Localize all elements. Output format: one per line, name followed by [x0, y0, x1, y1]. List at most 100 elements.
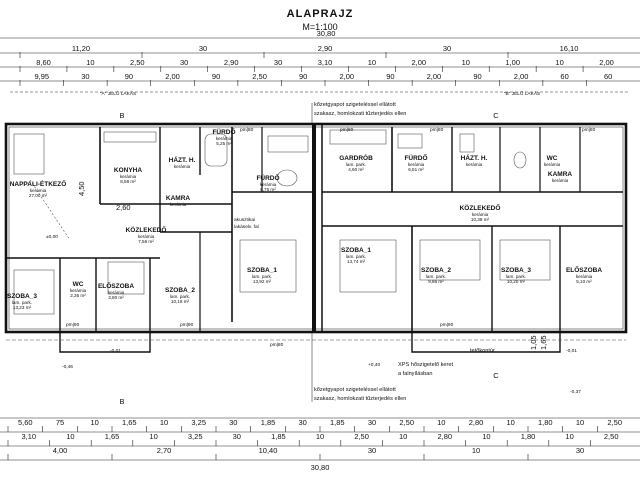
room-floor: kerámia: [216, 136, 233, 141]
dimBot2-value: 30: [233, 432, 241, 441]
dimBot1-value: 1,85: [261, 418, 276, 427]
pm-label-4: pm|80: [582, 127, 596, 133]
dimBot1-value: 10: [91, 418, 99, 427]
pm-label-6: pm|90: [180, 322, 194, 328]
dimTop3-value: 90: [212, 72, 220, 81]
dimBot1-value: 3,25: [191, 418, 206, 427]
room-area: 8,76 m²: [260, 187, 276, 192]
room-name: KÖZLEKEDŐ: [460, 203, 501, 212]
flat-a-label: "A" JELŰ LAKÁS: [100, 90, 136, 97]
room-name: HÁZT. H.: [169, 155, 196, 164]
dimBot1-value: 30: [229, 418, 237, 427]
bottom-note-line-1: kőzetgyapot szigeteléssel ellátott: [314, 387, 396, 393]
level-3: -0,46: [62, 364, 73, 370]
dimBot2-value: 1,85: [271, 432, 286, 441]
dimBot3-value: 30: [368, 446, 376, 455]
room-area: 5,10 m²: [576, 279, 592, 284]
room-area: 27,00 m²: [29, 193, 48, 198]
dimBot1-value: 1,65: [122, 418, 137, 427]
level-5: -0,01: [566, 348, 577, 354]
dimTop1-value: 16,10: [560, 44, 579, 53]
room-name: FÜRDŐ: [212, 127, 235, 136]
dimBot2-value: 1,65: [105, 432, 120, 441]
dimBot2-value: 10: [66, 432, 74, 441]
room-area: 7,56 m²: [138, 239, 154, 244]
dimBot1-value: 75: [56, 418, 64, 427]
room-floor: kerámia: [472, 212, 489, 217]
room-floor: lam. park.: [346, 162, 366, 167]
room-floor: kerámia: [108, 290, 125, 295]
room-floor: kerámia: [408, 162, 425, 167]
dimTop2-value: 8,60: [36, 58, 51, 67]
dimBot3-value: 30: [576, 446, 584, 455]
room-floor: kerámia: [170, 202, 187, 207]
room-name: KAMRA: [166, 195, 190, 202]
axis-c-top: C: [493, 111, 499, 120]
top-total-dimension: 30,80: [317, 29, 336, 38]
room-area: 2,36 m²: [70, 293, 86, 298]
top-note-line-2: szakasz, homlokzati tűzterjedés ellen: [314, 111, 406, 117]
room-name: SZOBA_1: [247, 267, 277, 274]
room-area: 13,23 m²: [13, 305, 32, 310]
room-floor: kerámia: [138, 234, 155, 239]
room-area: 9,86 m²: [428, 279, 444, 284]
room-area: 13,92 m²: [253, 279, 272, 284]
room-area: 10,20 m²: [507, 279, 526, 284]
room-area: 4,60 m²: [348, 167, 364, 172]
room-name: NAPPALI-ÉTKEZŐ: [10, 179, 67, 188]
pm-label-2: pm|80: [340, 127, 354, 133]
dimBot3-value: 10,40: [259, 446, 278, 455]
level-6: -0,37: [570, 389, 581, 395]
dimTop2-value: 10: [462, 58, 470, 67]
dimTop3-value: 2,50: [252, 72, 267, 81]
room-floor: kerámia: [174, 164, 191, 169]
dimTop2-value: 1,00: [505, 58, 520, 67]
room-floor: lam. park.: [506, 274, 526, 279]
dimTop1-value: 30: [199, 44, 207, 53]
dimTop2-value: 30: [180, 58, 188, 67]
dimBot1-value: 2,80: [469, 418, 484, 427]
pm-label-7: pm|90: [440, 322, 454, 328]
pm-label-5: pm|90: [66, 322, 80, 328]
dimTop1-value: 11,20: [72, 44, 90, 53]
dimTop2-value: 10: [368, 58, 376, 67]
roof-outline-label: tetőkontúr: [470, 348, 495, 354]
dimBot2-value: 2,50: [604, 432, 619, 441]
dimBot2-value: 3,25: [188, 432, 203, 441]
room-name: WC: [547, 155, 558, 162]
dimBot2-value: 10: [399, 432, 407, 441]
room-floor: kerámia: [552, 178, 569, 183]
dimTop1-value: 30: [443, 44, 451, 53]
room-name: ELŐSZOBA: [566, 265, 602, 274]
room-floor: kerámia: [466, 162, 483, 167]
dimBot2-value: 10: [565, 432, 573, 441]
vert-dim-3: 1,05: [529, 335, 538, 350]
bottom-total-dimension: 30,80: [311, 463, 330, 472]
vert-dim-2: 2,60: [116, 203, 131, 212]
room-name: FÜRDŐ: [404, 153, 427, 162]
level-4: +0,40: [368, 362, 380, 368]
dimTop3-value: 60: [604, 72, 612, 81]
room-name: KÖZLEKEDŐ: [126, 225, 167, 234]
room-area: 5,25 m²: [216, 141, 232, 146]
room-area: 3,80 m²: [108, 295, 124, 300]
dimTop3-value: 2,00: [165, 72, 180, 81]
dimBot1-value: 1,80: [538, 418, 553, 427]
level-2: -0,01: [110, 348, 121, 354]
dimBot1-value: 10: [160, 418, 168, 427]
dimBot2-value: 3,10: [21, 432, 36, 441]
dimTop3-value: 2,00: [339, 72, 354, 81]
dimTop3-value: 90: [386, 72, 394, 81]
dimBot1-value: 10: [507, 418, 515, 427]
level-1: ±0,00: [46, 234, 58, 240]
dimTop2-value: 2,00: [599, 58, 614, 67]
dimBot2-value: 10: [149, 432, 157, 441]
acoustic-wall-line-2: lakáselv. fal: [234, 224, 259, 230]
dimTop3-value: 90: [299, 72, 307, 81]
room-floor: kerámia: [70, 288, 87, 293]
dimBot1-value: 1,85: [330, 418, 345, 427]
room-floor: lam. park.: [426, 274, 446, 279]
